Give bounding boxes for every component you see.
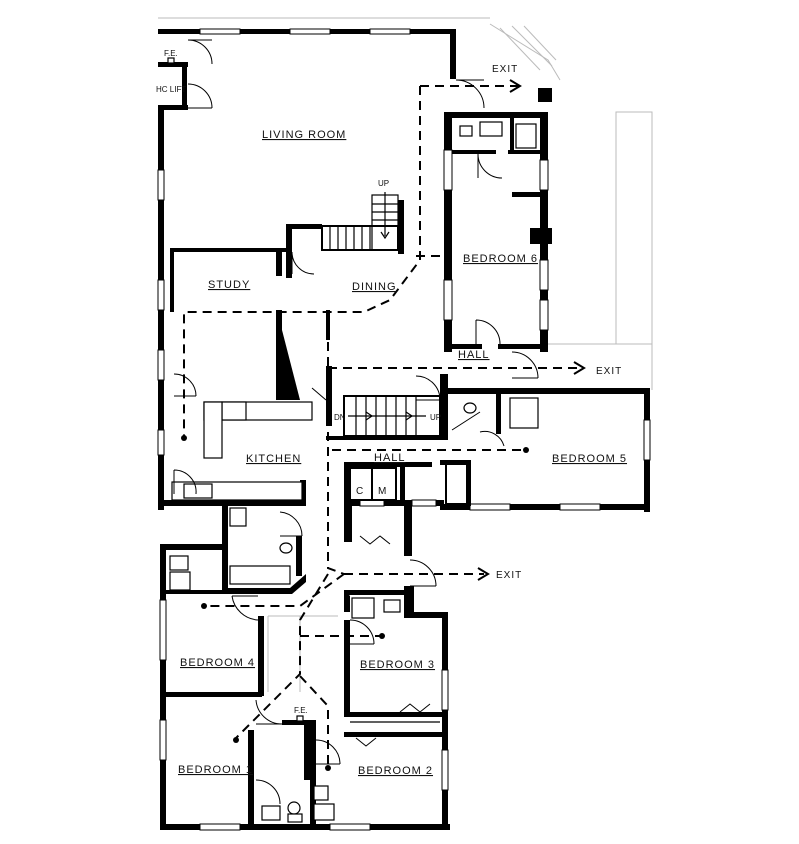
stair-upper <box>329 192 399 251</box>
route-end-dot <box>325 765 331 771</box>
route-end-dot <box>181 435 187 441</box>
stair-center <box>343 395 441 437</box>
walls <box>157 28 651 831</box>
label-exit-lower: EXIT <box>496 570 522 581</box>
room-labels: LIVING ROOM BEDROOM 6 STUDY DINING KITCH… <box>178 129 627 777</box>
fixtures <box>169 121 539 823</box>
label-closet-m: M <box>378 486 387 497</box>
label-bedroom-4: BEDROOM 4 <box>180 657 255 669</box>
label-kitchen: KITCHEN <box>246 453 301 465</box>
label-exit-right: EXIT <box>596 366 622 377</box>
label-exit-top: EXIT <box>492 64 518 75</box>
label-bedroom-6: BEDROOM 6 <box>463 253 538 265</box>
egress-routes <box>181 79 586 771</box>
label-hc-lift: HC LIFT <box>156 85 186 94</box>
label-study: STUDY <box>208 279 250 291</box>
route-end-dot <box>233 737 239 743</box>
route-end-dot <box>379 633 385 639</box>
label-fe-bottom: F.E. <box>294 706 308 715</box>
label-fe-top: F.E. <box>164 49 178 58</box>
label-hall-center: HALL <box>374 452 406 464</box>
label-hall-upper: HALL <box>458 349 490 361</box>
label-bedroom-1: BEDROOM 1 <box>178 764 253 776</box>
fire-extinguisher-icon <box>296 715 304 722</box>
fire-extinguisher-icon <box>167 57 175 64</box>
label-stair-dn: DN <box>334 413 346 422</box>
label-closet-c: C <box>356 486 364 497</box>
adjacent-structures <box>158 17 653 390</box>
label-stair-up-2: UP <box>430 413 441 422</box>
label-bedroom-5: BEDROOM 5 <box>552 453 627 465</box>
route-end-dot <box>523 447 529 453</box>
route-end-dot <box>201 603 207 609</box>
label-bedroom-3: BEDROOM 3 <box>360 659 435 671</box>
label-stair-up: UP <box>378 179 389 188</box>
label-dining: DINING <box>352 281 397 293</box>
plan-marks: EXIT EXIT EXIT UP DN UP HC LIFT F.E. F.E… <box>156 49 622 722</box>
label-bedroom-2: BEDROOM 2 <box>358 765 433 777</box>
label-living-room: LIVING ROOM <box>262 129 346 141</box>
